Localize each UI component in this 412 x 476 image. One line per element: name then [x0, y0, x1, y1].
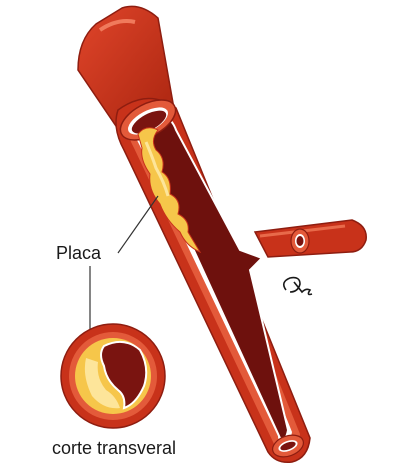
cross-section-label: corte transveral	[52, 438, 176, 459]
branch-artery	[255, 220, 366, 257]
plaque-label: Placa	[53, 243, 104, 264]
cross-section	[61, 324, 165, 428]
plaque-leader-line	[118, 196, 158, 253]
artist-signature	[284, 278, 312, 295]
